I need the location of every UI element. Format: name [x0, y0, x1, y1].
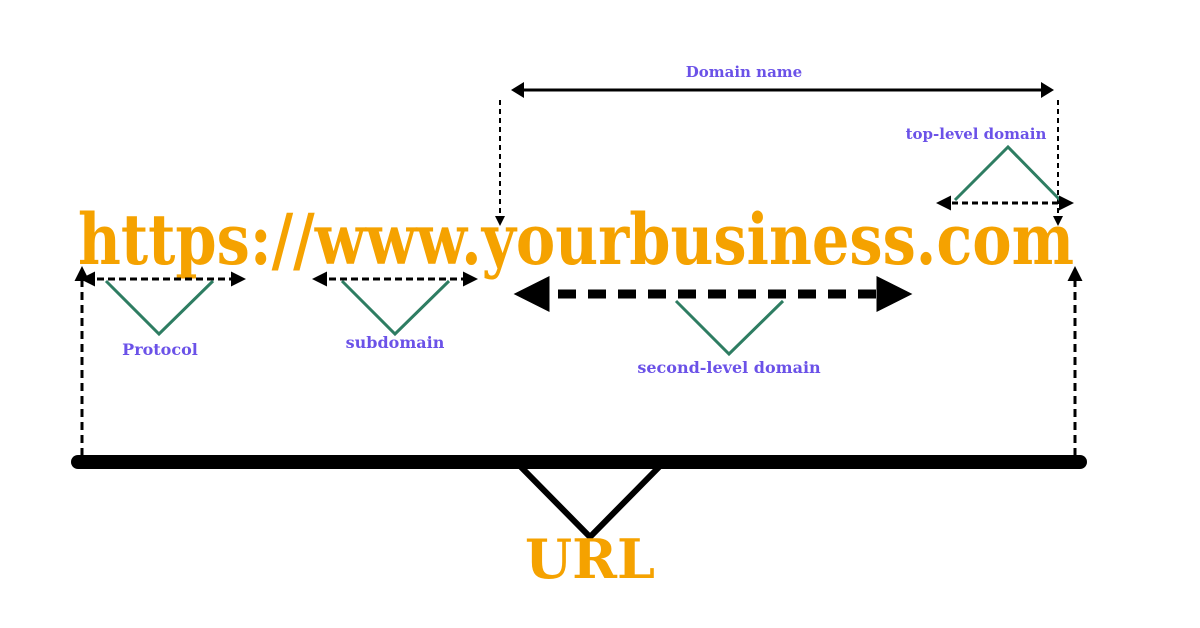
- domain-name-left-arrowhead: [511, 82, 524, 98]
- protocol-caret: [104, 279, 215, 337]
- url-label: URL: [525, 527, 655, 591]
- second-level-domain-label: second-level domain: [637, 358, 821, 377]
- domain-name-right-arrowhead: [1041, 82, 1054, 98]
- url-caret: [517, 463, 663, 542]
- top-level-domain-caret: [953, 144, 1062, 202]
- url-text: https://www.yourbusiness.com: [78, 198, 1074, 281]
- second-level-domain-caret: [674, 299, 785, 357]
- protocol-label: Protocol: [122, 340, 198, 359]
- top-level-domain-label: top-level domain: [906, 125, 1047, 143]
- domain-name-label: Domain name: [686, 63, 802, 81]
- subdomain-label: subdomain: [346, 333, 445, 352]
- subdomain-caret: [340, 279, 451, 337]
